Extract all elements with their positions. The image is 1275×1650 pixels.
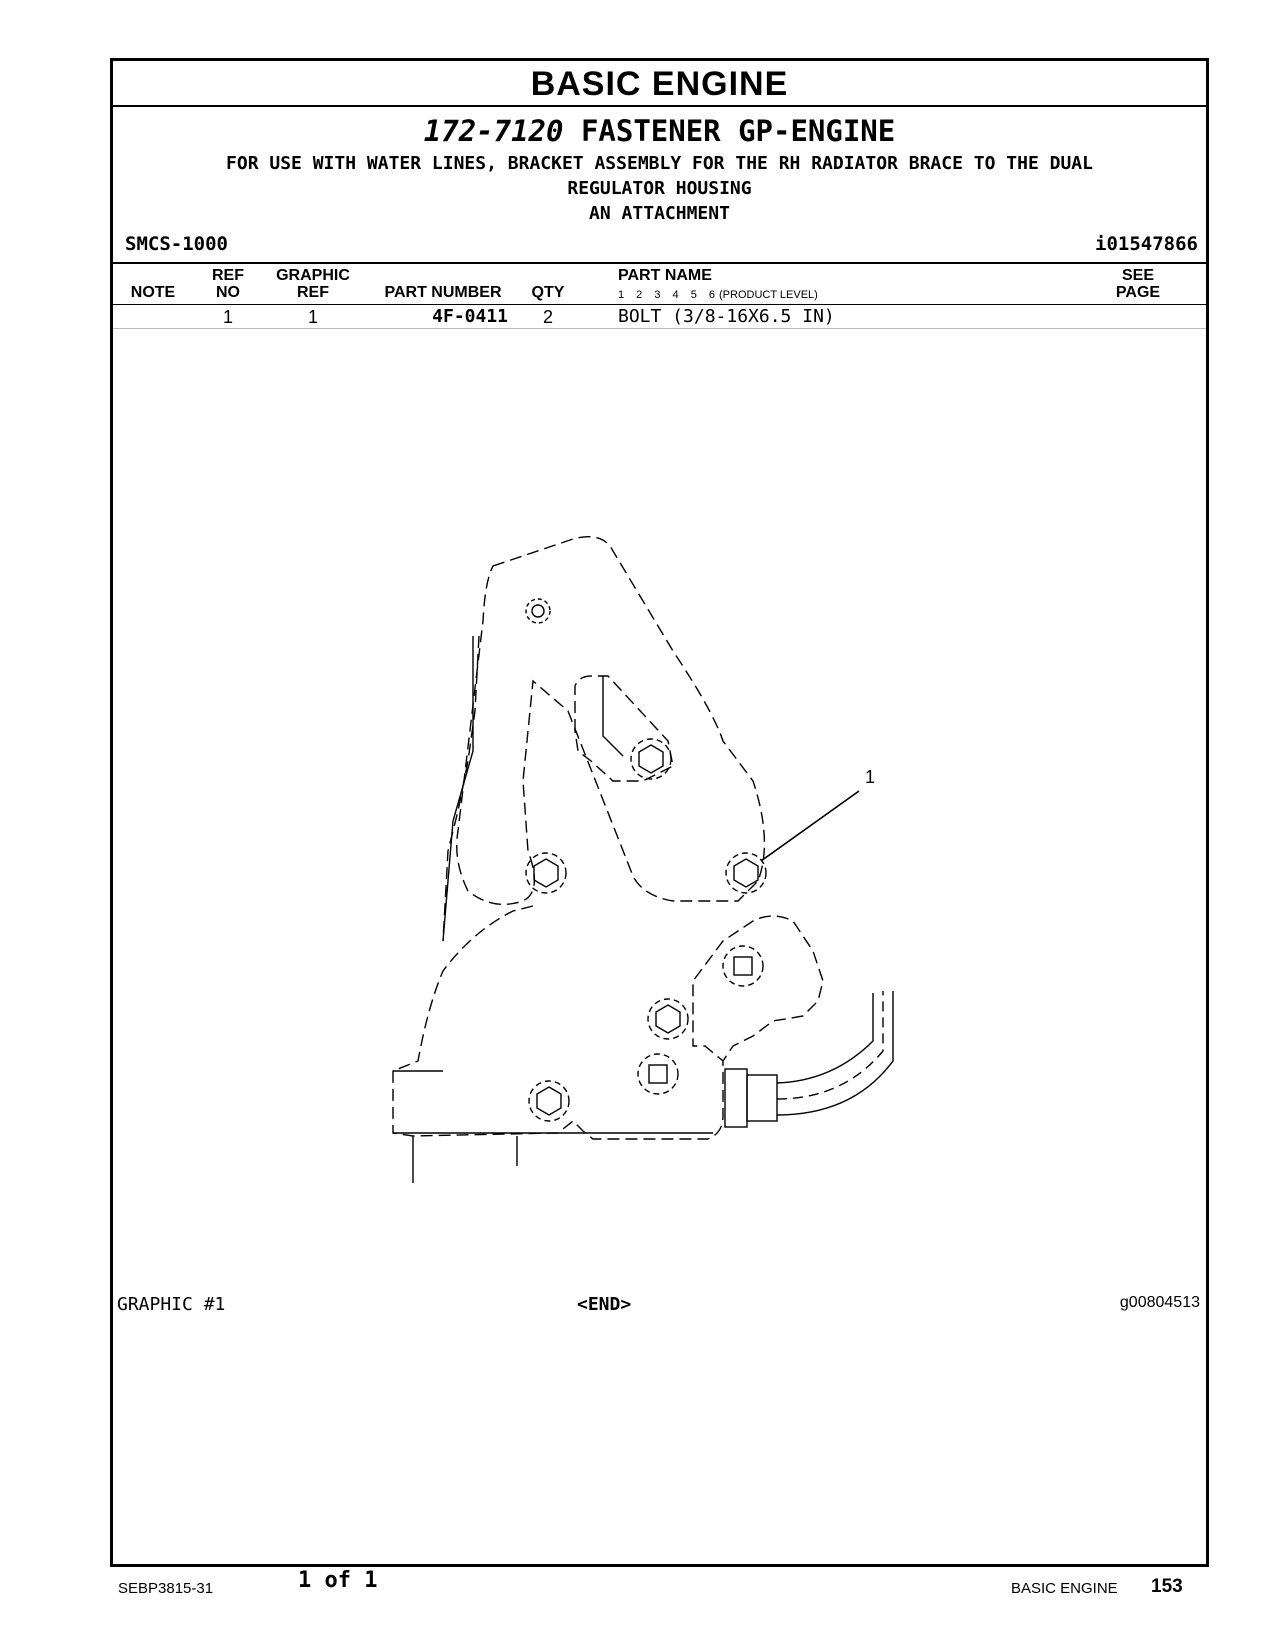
graphic-caption: GRAPHIC #1 xyxy=(117,1294,226,1315)
col-ref-no-line2: NO xyxy=(216,284,240,301)
col-part-number: PART NUMBER xyxy=(384,284,502,301)
group-number: 172-7120 xyxy=(423,114,564,148)
col-graphic-ref-line1: GRAPHIC xyxy=(276,267,350,284)
product-levels: 1 2 3 4 5 6 (PRODUCT LEVEL) xyxy=(618,289,818,301)
callout-leader xyxy=(760,790,860,862)
col-see-page: SEE PAGE xyxy=(1103,267,1173,301)
col-graphic-ref: GRAPHIC REF xyxy=(273,267,353,301)
col-note: NOTE xyxy=(130,284,176,301)
divider xyxy=(113,262,1206,264)
bolt-group xyxy=(525,598,767,1122)
left-plate-edge xyxy=(442,636,474,942)
page-of: 1 of 1 xyxy=(298,1568,378,1593)
smcs-code: SMCS-1000 xyxy=(125,233,228,255)
cell-ref-no: 1 xyxy=(222,307,233,327)
group-name: FASTENER GP-ENGINE xyxy=(580,114,896,148)
col-graphic-ref-line2: REF xyxy=(297,284,329,301)
col-qty: QTY xyxy=(531,284,565,301)
pipe-nut-2 xyxy=(746,1074,778,1122)
graphic-id: g00804513 xyxy=(1119,1294,1200,1311)
divider xyxy=(113,304,1206,305)
level-numbers: 1 2 3 4 5 6 xyxy=(618,289,715,301)
pipe-nut xyxy=(724,1068,748,1128)
cell-qty: 2 xyxy=(542,307,553,327)
pipe-hose xyxy=(776,991,894,1116)
doc-number: SEBP3815-31 xyxy=(118,1580,214,1597)
col-ref-no-line1: REF xyxy=(212,267,244,284)
callout-label: 1 xyxy=(865,767,875,787)
description-line: REGULATOR HOUSING xyxy=(567,178,752,199)
bracket-cutout xyxy=(574,675,674,782)
end-marker: <END> xyxy=(577,1294,632,1315)
section-title: BASIC ENGINE xyxy=(113,61,1206,107)
description-line: FOR USE WITH WATER LINES, BRACKET ASSEMB… xyxy=(226,153,1093,174)
housing-body xyxy=(392,905,824,1140)
bracket-inner-line xyxy=(602,676,624,757)
group-title: 172-7120 FASTENER GP-ENGINE xyxy=(113,113,1206,149)
col-part-name: PART NAME xyxy=(618,267,712,284)
divider xyxy=(113,328,1206,329)
col-see-page-line2: PAGE xyxy=(1115,284,1161,301)
footer-section: BASIC ENGINE xyxy=(1011,1580,1118,1597)
col-ref-no: REF NO xyxy=(203,267,253,301)
group-description: FOR USE WITH WATER LINES, BRACKET ASSEMB… xyxy=(113,151,1206,226)
page-number: 153 xyxy=(1151,1576,1183,1597)
col-see-page-line1: SEE xyxy=(1121,267,1154,284)
product-level-label: (PRODUCT LEVEL) xyxy=(719,289,818,301)
cell-part-name: BOLT (3/8-16X6.5 IN) xyxy=(618,306,835,327)
bracket-outline xyxy=(456,536,766,905)
pipe-hose-dash xyxy=(776,991,884,1100)
left-plate xyxy=(442,635,480,942)
housing-lower xyxy=(412,1136,518,1183)
parts-page-frame: BASIC ENGINE 172-7120 FASTENER GP-ENGINE… xyxy=(110,58,1209,1567)
info-id: i01547866 xyxy=(1095,233,1198,255)
housing-base xyxy=(393,1070,713,1134)
cell-part-number: 4F-0411 xyxy=(432,306,508,327)
cell-graphic-ref: 1 xyxy=(307,307,318,327)
description-line: AN ATTACHMENT xyxy=(589,203,730,224)
